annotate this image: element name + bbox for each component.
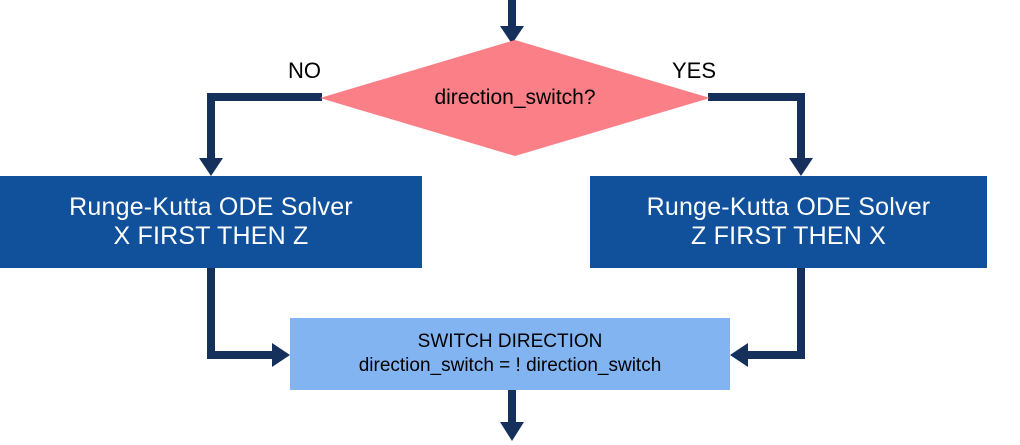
connector-exit	[500, 390, 524, 441]
connector-left-to-switch	[207, 268, 290, 367]
switch-line2: direction_switch = ! direction_switch	[358, 355, 662, 376]
switch-line1: SWITCH DIRECTION	[417, 331, 603, 353]
process-left-line1: Runge-Kutta ODE Solver	[69, 192, 353, 221]
connector-yes-branch	[708, 93, 813, 176]
decision-node[interactable]: direction_switch?	[320, 40, 710, 156]
branch-label-yes: YES	[672, 58, 717, 83]
switch-direction-node[interactable]: SWITCH DIRECTION direction_switch = ! di…	[290, 318, 730, 390]
process-left-line2: X FIRST THEN Z	[113, 222, 309, 250]
diamond-shape	[320, 40, 710, 156]
process-right-line1: Runge-Kutta ODE Solver	[646, 192, 931, 221]
connector-right-to-switch	[730, 268, 805, 367]
process-node-right[interactable]: Runge-Kutta ODE Solver Z FIRST THEN X	[590, 176, 987, 268]
branch-label-no: NO	[288, 58, 321, 83]
decision-label: direction_switch?	[434, 85, 596, 109]
connector-entry	[500, 0, 524, 44]
process-left-text: Runge-Kutta ODE Solver X FIRST THEN Z	[69, 193, 353, 252]
connector-no-branch	[199, 93, 322, 176]
process-node-left[interactable]: Runge-Kutta ODE Solver X FIRST THEN Z	[0, 176, 422, 268]
process-right-line2: Z FIRST THEN X	[691, 222, 886, 250]
process-right-text: Runge-Kutta ODE Solver Z FIRST THEN X	[647, 193, 931, 252]
switch-text: SWITCH DIRECTION direction_switch = ! di…	[359, 330, 662, 378]
